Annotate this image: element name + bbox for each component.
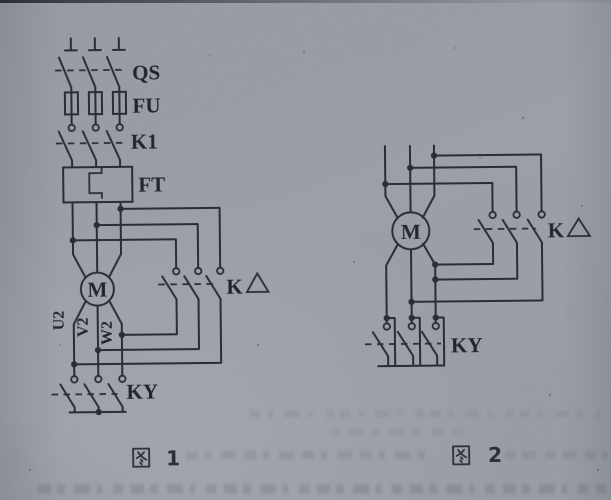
figure-2-caption: 2	[452, 443, 502, 467]
k-delta-coupling-dashes	[473, 227, 536, 231]
k1-contacts	[55, 123, 125, 169]
terminal-w2-label: W2	[99, 321, 116, 345]
fig1-k-delta-contacts	[158, 266, 225, 301]
figure-2-number: 2	[488, 443, 502, 467]
fig1-k-delta-wiring	[69, 205, 223, 368]
fuse-body	[111, 90, 128, 115]
ft-thermal-relay	[62, 165, 134, 204]
motor-label: M	[87, 278, 107, 302]
k-delta-coupling-dashes	[158, 283, 217, 286]
terminal-u2-label: U2	[51, 311, 68, 331]
ky-return-hooks	[385, 316, 446, 368]
fig1-ky-contacts	[51, 374, 127, 416]
k-delta-letter: K	[548, 218, 565, 242]
k-delta-letter: K	[226, 275, 243, 299]
bleed-through-text	[38, 410, 608, 494]
fig1-motor: M	[79, 271, 115, 307]
ft-box	[62, 165, 134, 204]
figure-1-number: 1	[166, 446, 180, 470]
fig2-ky-contacts	[364, 314, 446, 368]
ft-label: FT	[138, 172, 165, 196]
terminal-v2-label: V2	[75, 317, 92, 337]
fu-label: FU	[132, 93, 160, 117]
hanzi-tu-glyph	[452, 445, 471, 466]
k1-label: K1	[131, 129, 158, 153]
fig1-k-delta-label: K	[226, 271, 271, 299]
ky-coupling-dashes	[364, 342, 441, 346]
fig2-motor: M	[391, 211, 431, 251]
fuse-body	[87, 91, 104, 116]
fig2-k-delta-wiring	[382, 152, 544, 305]
fig2-star-point-bar	[377, 364, 446, 368]
delta-triangle-symbol	[566, 216, 592, 238]
qs-label: QS	[132, 60, 160, 84]
figure-2-schematic: M	[364, 144, 592, 467]
fuse-body	[63, 91, 80, 116]
fig1-phase-rails	[71, 200, 124, 377]
motor-circle	[391, 211, 431, 251]
dust-specks	[29, 47, 600, 472]
figure-1-schematic: QS FU K1	[51, 36, 271, 470]
fig2-k-delta-label: K	[548, 216, 592, 242]
ft-heater-symbol	[88, 167, 103, 199]
qs-switch	[55, 36, 127, 89]
fig2-k-delta-contacts	[473, 210, 546, 244]
motor-circle	[79, 271, 115, 307]
hanzi-tu-glyph	[132, 447, 151, 468]
motor-label: M	[401, 220, 421, 244]
figure-1-caption: 1	[132, 446, 180, 470]
fu-fuses	[63, 85, 128, 126]
fig2-ky-label: KY	[451, 333, 483, 357]
delta-triangle-symbol	[245, 271, 271, 293]
fig1-ky-label: KY	[126, 379, 158, 403]
